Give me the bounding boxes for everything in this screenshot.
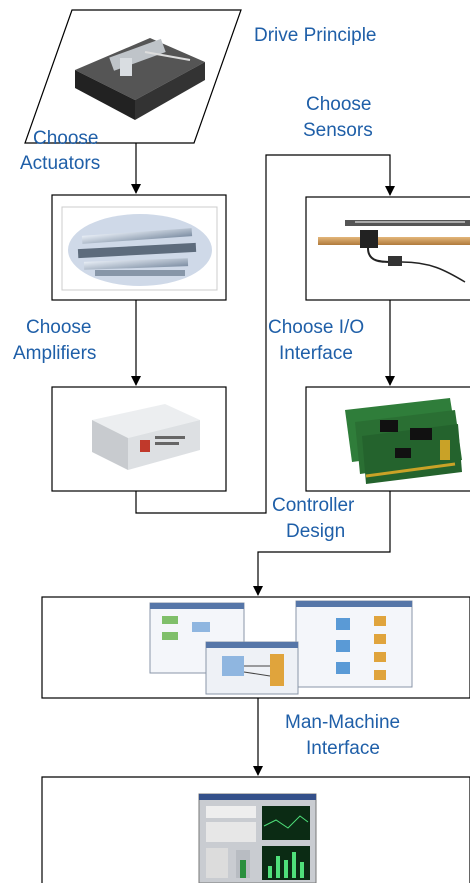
choose-amplifiers-label-1: Choose [26,317,92,338]
amplifier-module-photo [92,404,200,470]
man-machine-label-2: Interface [306,738,380,759]
choose-sensors-label-2: Sensors [303,120,373,141]
choose-sensors-label-1: Choose [306,94,372,115]
man-machine-label-1: Man-Machine [285,712,400,733]
hmi-box [41,776,470,883]
io-cards-photo [345,398,462,484]
controller-design-label-2: Design [286,521,345,542]
choose-amplifiers-label-2: Amplifiers [13,343,96,364]
controller-design-label-1: Controller [272,495,355,516]
linear-encoder-photo [318,220,470,283]
linear-motor-parts-photo [61,206,218,291]
choose-io-label-2: Interface [279,343,353,364]
amplifiers-to-controller-line [135,154,395,514]
choose-actuators-label-1: Choose [33,128,99,149]
control-panel-screenshot [198,793,317,883]
drive-principle-label: Drive Principle [254,25,376,46]
choose-io-label-1: Choose I/O [268,317,364,338]
drive-principle-shape [24,9,242,144]
sensors-box [305,196,470,301]
linear-stage-photo [75,38,205,120]
io-to-controller-line [253,491,391,596]
choose-actuators-label-2: Actuators [20,153,100,174]
block-diagram-screenshots [149,600,413,695]
